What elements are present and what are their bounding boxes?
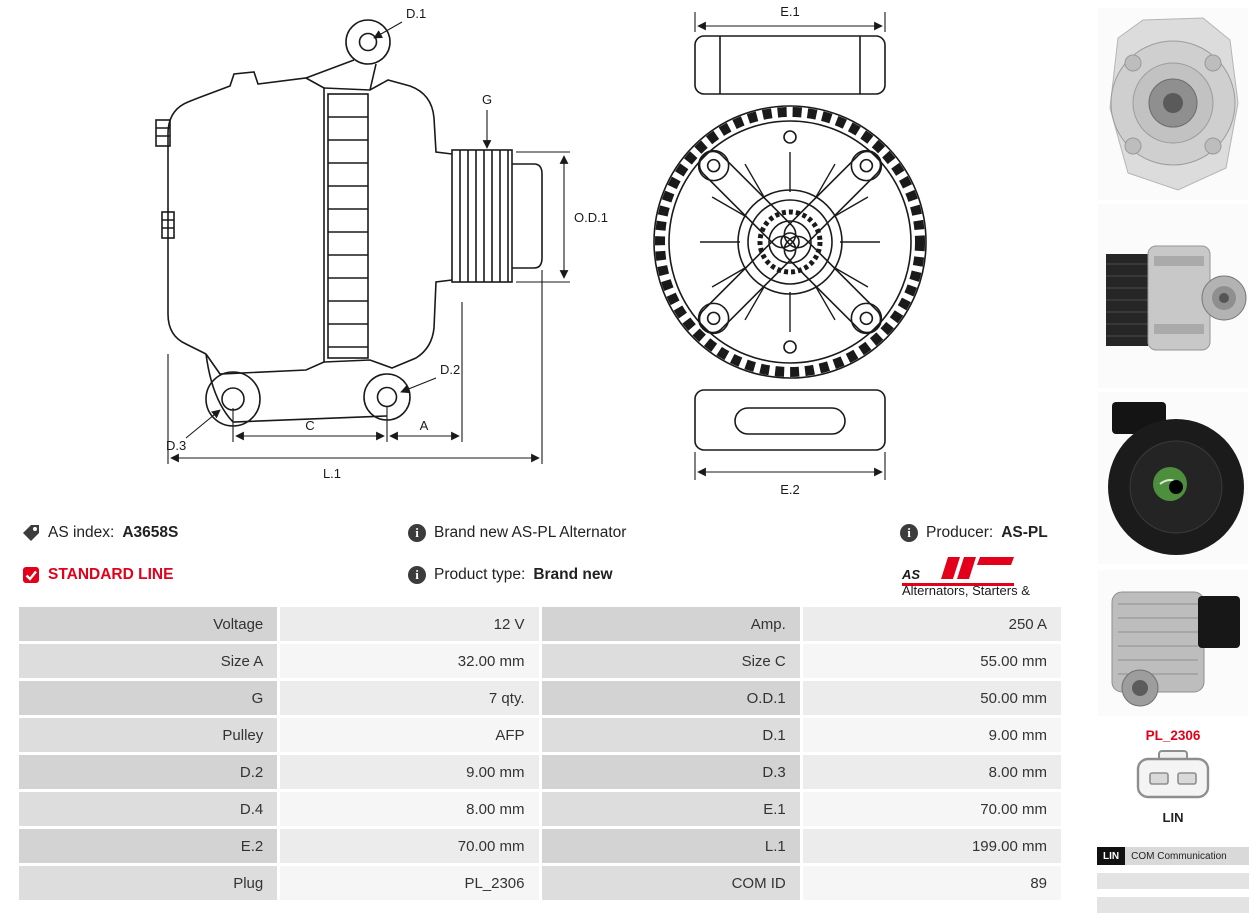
table-row: Voltage 12 V Amp. 250 A bbox=[19, 607, 1061, 641]
standard-line-row: STANDARD LINE bbox=[22, 566, 408, 584]
as-index-value: A3658S bbox=[122, 524, 179, 541]
product-gallery-sidebar: PL_2306 LIN LIN COM Communication bbox=[1093, 0, 1253, 923]
spec-label: Size C bbox=[541, 644, 800, 678]
product-photo-front[interactable] bbox=[1098, 8, 1248, 200]
product-type-label: Product type: bbox=[434, 566, 526, 583]
product-photo-angle[interactable] bbox=[1098, 570, 1248, 716]
front-view-drawing: E.1 E.2 bbox=[653, 4, 927, 497]
svg-text:Alternators, Starters & Parts: Alternators, Starters & Parts bbox=[902, 583, 1030, 597]
spec-label: D.4 bbox=[19, 792, 278, 826]
info-icon bbox=[900, 524, 918, 542]
spec-label: Voltage bbox=[19, 607, 278, 641]
spec-value: 9.00 mm bbox=[802, 718, 1061, 752]
spec-label: D.3 bbox=[541, 755, 800, 789]
dim-label-l1: L.1 bbox=[323, 466, 341, 481]
as-index-label: AS index: bbox=[48, 524, 115, 541]
spec-value: 199.00 mm bbox=[802, 829, 1061, 863]
spec-table: Voltage 12 V Amp. 250 A Size A 32.00 mm … bbox=[16, 604, 1064, 903]
spec-value: 8.00 mm bbox=[280, 792, 539, 826]
plug-connector-icon bbox=[1136, 750, 1210, 799]
table-row: D.2 9.00 mm D.3 8.00 mm bbox=[19, 755, 1061, 789]
spec-label: COM ID bbox=[541, 866, 800, 900]
info-icon bbox=[408, 566, 426, 584]
sidebar-strip bbox=[1097, 873, 1249, 889]
spec-label: D.1 bbox=[541, 718, 800, 752]
spec-value: 89 bbox=[802, 866, 1061, 900]
svg-text:AS: AS bbox=[901, 567, 920, 582]
spec-value: 50.00 mm bbox=[802, 681, 1061, 715]
dim-label-d1: D.1 bbox=[406, 6, 426, 21]
spec-label: G bbox=[19, 681, 278, 715]
spec-label: E.2 bbox=[19, 829, 278, 863]
spec-label: E.1 bbox=[541, 792, 800, 826]
dim-label-d3: D.3 bbox=[166, 438, 186, 453]
spec-label: Plug bbox=[19, 866, 278, 900]
producer-row: Producer: AS-PL bbox=[900, 524, 1072, 542]
table-row: D.4 8.00 mm E.1 70.00 mm bbox=[19, 792, 1061, 826]
side-view-drawing: D.1 G O.D.1 D.2 D.3 C A L.1 bbox=[155, 6, 608, 481]
dim-label-a: A bbox=[420, 418, 429, 433]
product-photo-side[interactable] bbox=[1098, 204, 1248, 388]
as-pl-logo: AS Alternators, Starters & Parts bbox=[901, 557, 1030, 597]
plug-pin-label: LIN bbox=[1162, 810, 1184, 825]
brand-logo-cell: AS Alternators, Starters & Parts bbox=[900, 553, 1072, 597]
producer-value: AS-PL bbox=[1001, 524, 1048, 541]
spec-value: 8.00 mm bbox=[802, 755, 1061, 789]
product-type-value: Brand new bbox=[533, 566, 613, 583]
dim-label-od1: O.D.1 bbox=[574, 210, 608, 225]
table-row: Pulley AFP D.1 9.00 mm bbox=[19, 718, 1061, 752]
spec-label: Amp. bbox=[541, 607, 800, 641]
table-row: G 7 qty. O.D.1 50.00 mm bbox=[19, 681, 1061, 715]
standard-line-label: STANDARD LINE bbox=[48, 566, 174, 583]
plug-code-label: PL_2306 bbox=[1145, 728, 1201, 743]
dim-label-g: G bbox=[482, 92, 492, 107]
spec-value: PL_2306 bbox=[280, 866, 539, 900]
product-info: AS index: A3658S Brand new AS-PL Alterna… bbox=[22, 512, 1072, 597]
com-communication-bar: LIN COM Communication bbox=[1097, 847, 1249, 865]
spec-value: 55.00 mm bbox=[802, 644, 1061, 678]
sidebar-strip bbox=[1097, 897, 1249, 913]
tag-icon bbox=[23, 525, 39, 541]
spec-value: 70.00 mm bbox=[280, 829, 539, 863]
com-tag: LIN bbox=[1097, 847, 1126, 865]
spec-value: 9.00 mm bbox=[280, 755, 539, 789]
spec-value: 250 A bbox=[802, 607, 1061, 641]
producer-label: Producer: bbox=[926, 524, 994, 541]
spec-value: 12 V bbox=[280, 607, 539, 641]
spec-label: Size A bbox=[19, 644, 278, 678]
as-index-row: AS index: A3658S bbox=[22, 524, 408, 542]
dim-label-c: C bbox=[305, 418, 314, 433]
dim-label-d2: D.2 bbox=[440, 362, 460, 377]
info-icon bbox=[408, 524, 426, 542]
spec-label: Pulley bbox=[19, 718, 278, 752]
com-text: COM Communication bbox=[1125, 847, 1249, 865]
spec-label: O.D.1 bbox=[541, 681, 800, 715]
product-photo-rear[interactable] bbox=[1098, 392, 1248, 564]
product-type-row: Product type: Brand new bbox=[408, 566, 900, 584]
spec-label: D.2 bbox=[19, 755, 278, 789]
dim-label-e2: E.2 bbox=[780, 482, 800, 497]
table-row: Plug PL_2306 COM ID 89 bbox=[19, 866, 1061, 900]
product-page: D.1 G O.D.1 D.2 D.3 C A L.1 bbox=[0, 0, 1093, 923]
table-row: Size A 32.00 mm Size C 55.00 mm bbox=[19, 644, 1061, 678]
dim-label-e1: E.1 bbox=[780, 4, 800, 19]
spec-value: AFP bbox=[280, 718, 539, 752]
spec-value: 7 qty. bbox=[280, 681, 539, 715]
checkbox-checked-icon bbox=[23, 567, 39, 583]
brand-new-row: Brand new AS-PL Alternator bbox=[408, 524, 900, 542]
spec-value: 70.00 mm bbox=[802, 792, 1061, 826]
table-row: E.2 70.00 mm L.1 199.00 mm bbox=[19, 829, 1061, 863]
spec-label: L.1 bbox=[541, 829, 800, 863]
brand-new-text: Brand new AS-PL Alternator bbox=[434, 524, 627, 541]
spec-value: 32.00 mm bbox=[280, 644, 539, 678]
